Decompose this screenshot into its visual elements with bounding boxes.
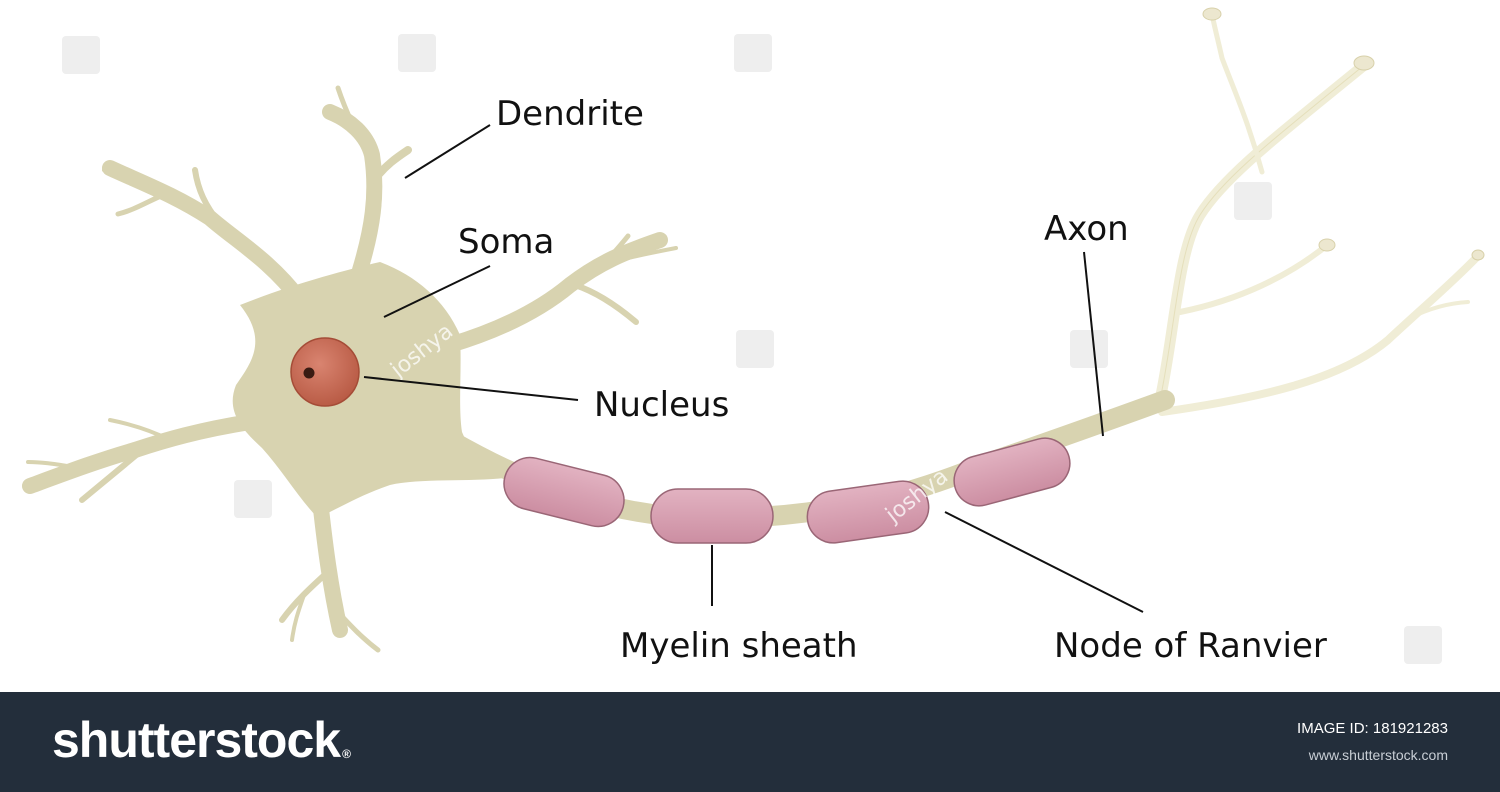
brand-name: shutterstock (52, 712, 341, 768)
myelin-segment (503, 456, 625, 528)
nucleolus-shape (303, 367, 315, 379)
footer-bar: shutterstock® IMAGE ID: 181921283 www.sh… (0, 692, 1500, 792)
shutterstock-logo[interactable]: shutterstock® (52, 710, 351, 770)
soma-body (232, 262, 505, 518)
registered-mark: ® (342, 747, 351, 761)
nucleus-shape (290, 337, 360, 407)
nucleus-leader-line (363, 376, 579, 401)
axon-terminals (1154, 7, 1485, 416)
watermark-icons (62, 34, 1442, 664)
label-dendrite: Dendrite (496, 94, 644, 134)
leader-lines (363, 124, 1144, 613)
myelin-segment (953, 437, 1071, 507)
soma-leader-line (383, 265, 491, 318)
label-node-of-ranvier: Node of Ranvier (1054, 626, 1327, 666)
image-id: IMAGE ID: 181921283 (1297, 720, 1448, 737)
site-url[interactable]: www.shutterstock.com (1308, 747, 1448, 763)
dendrite-leader-line (404, 124, 491, 179)
neuron-diagram: joshya joshya Dendrite Soma Nucleus Axon… (22, 7, 1485, 666)
image-id-label: IMAGE ID: (1297, 720, 1369, 737)
label-axon: Axon (1044, 209, 1129, 249)
myelin-segments (503, 437, 1071, 544)
image-id-value: 181921283 (1372, 720, 1448, 737)
label-nucleus: Nucleus (594, 385, 729, 425)
axon-leader-line (1083, 251, 1104, 437)
ranvier-leader-line (944, 511, 1144, 613)
myelin-segment (806, 480, 930, 544)
label-soma: Soma (458, 222, 554, 262)
myelin-segment (650, 488, 774, 544)
label-myelin-sheath: Myelin sheath (620, 626, 858, 666)
